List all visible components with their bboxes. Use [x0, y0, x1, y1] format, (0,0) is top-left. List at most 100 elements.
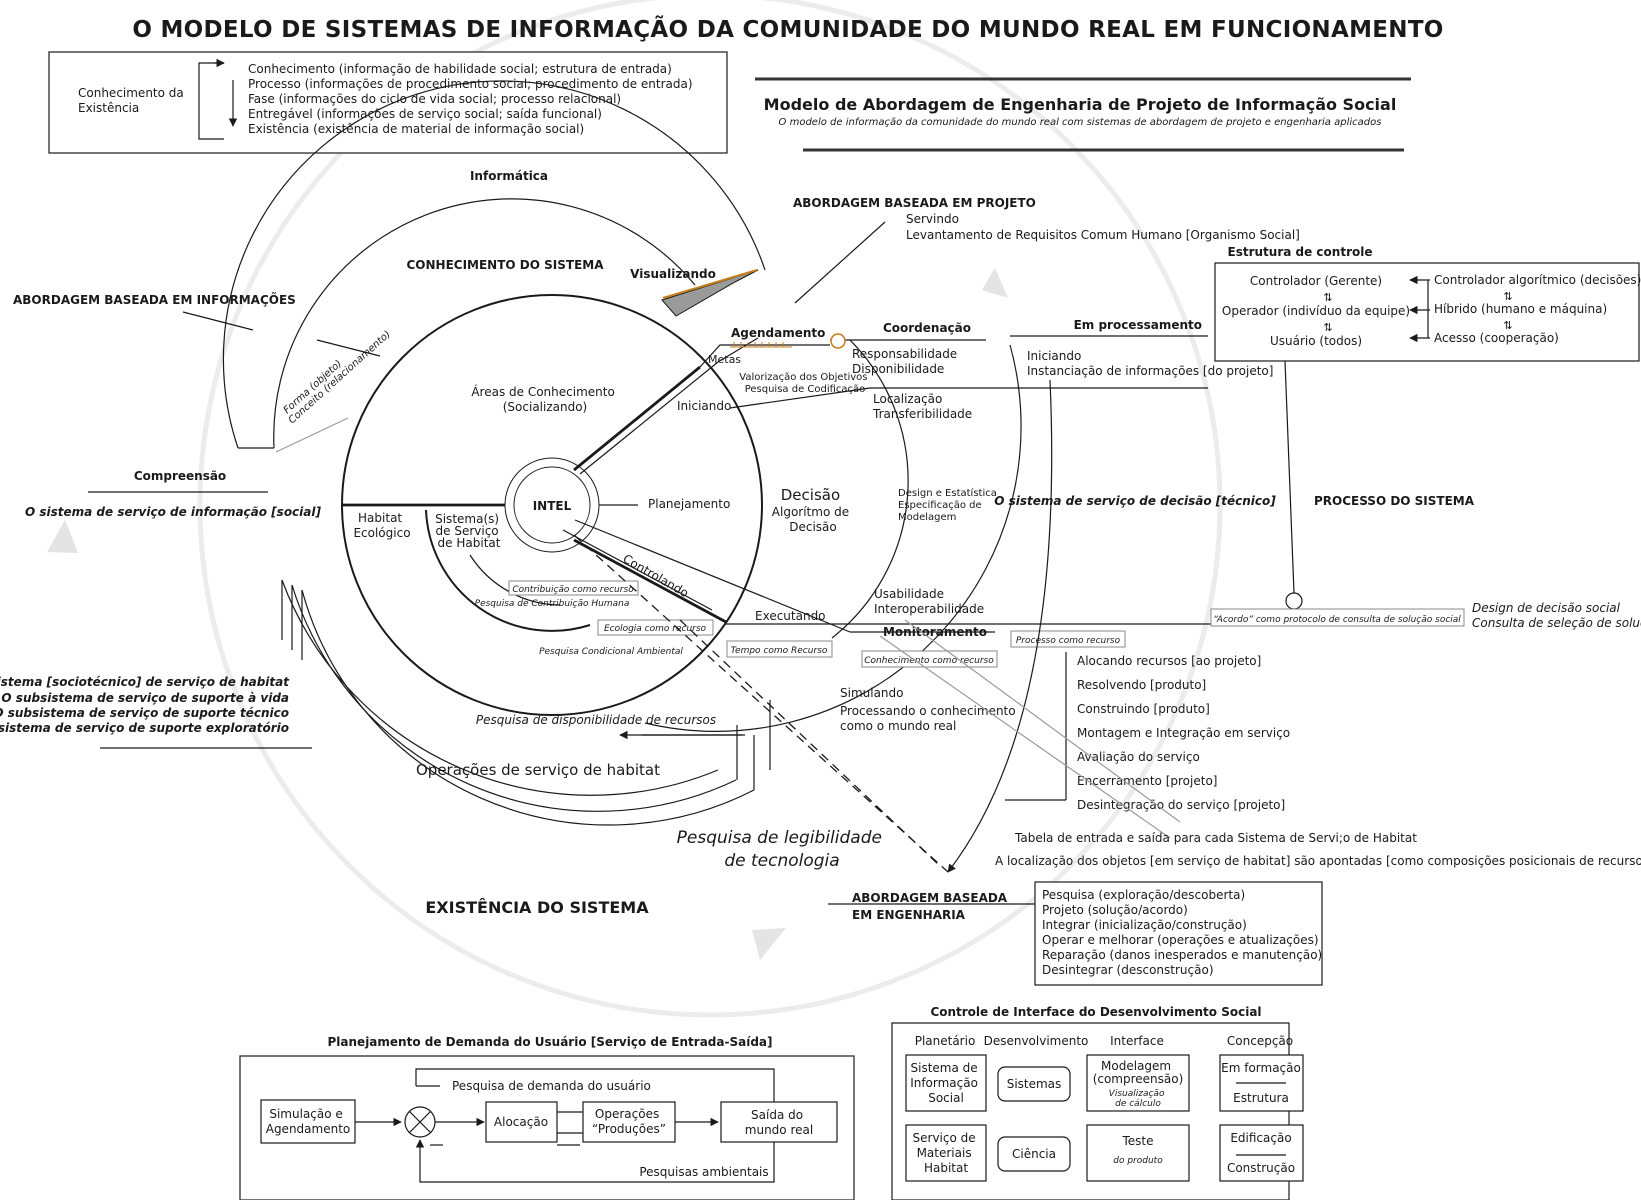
decisao-tecnico-label: O sistema de serviço de decisão [técnico…: [994, 494, 1276, 508]
planejamento-label: Planejamento: [648, 497, 730, 511]
saida-block: Saída do mundo real: [745, 1108, 813, 1137]
agendamento-label: Agendamento: [731, 326, 825, 340]
habitat-line: O subsistema de serviço de suporte à vid…: [1, 691, 289, 705]
engenharia-item: Integrar (inicialização/construção): [1042, 918, 1247, 932]
steps-list: Alocando recursos [ao projeto] Resolvend…: [1005, 652, 1290, 812]
pesquisa-ambiental-label: Pesquisa Condicional Ambiental: [539, 647, 683, 657]
step-item: Avaliação do serviço: [1077, 750, 1200, 764]
engenharia-item: Reparação (danos inesperados e manutençã…: [1042, 948, 1322, 962]
habitat-arcs: [100, 579, 771, 826]
engineering-approach: ABORDAGEM BASEADA EM ENGENHARIA Pesquisa…: [828, 881, 1323, 986]
interface-header: Interface: [1110, 1034, 1164, 1048]
svg-text:Contribuição como recurso: Contribuição como recurso: [512, 585, 634, 595]
design-decisao-label: Design de decisão social Consulta de sel…: [1472, 601, 1641, 630]
interface-control: Controle de Interface do Desenvolvimento…: [891, 1005, 1304, 1200]
valorizacao-label: Valorização dos Objetivos Pesquisa de Co…: [739, 372, 870, 395]
step-item: Resolvendo [produto]: [1077, 678, 1206, 692]
visualizando-label: Visualizando: [630, 267, 716, 281]
tempo-box: Tempo como Recurso: [726, 640, 833, 658]
executando-label: Executando: [755, 609, 826, 623]
alocacao-block: Alocação: [494, 1115, 548, 1129]
servindo-label: Servindo: [906, 212, 959, 226]
construcao-block: Construção: [1227, 1161, 1295, 1175]
informatica-label: Informática: [470, 169, 548, 183]
model-subtitle: O modelo de informação da comunidade do …: [779, 117, 1382, 128]
interface-header: Desenvolvimento: [984, 1034, 1089, 1048]
conhecimento-recurso-box: Conhecimento como recurso: [861, 650, 998, 668]
pesquisa-disp-label: Pesquisa de disponibilidade de recursos: [476, 713, 716, 727]
decisao-label: Decisão Algorítmo de Decisão: [772, 485, 854, 534]
operacoes-label: Operações de serviço de habitat: [416, 761, 660, 779]
svg-text:“Acordo” como protocolo de con: “Acordo” como protocolo de consulta de s…: [1213, 615, 1461, 625]
knowledge-item: Fase (informações do ciclo de vida socia…: [248, 92, 621, 106]
simulacao-block: Simulação e Agendamento: [266, 1107, 351, 1136]
svg-text:Tempo como Recurso: Tempo como Recurso: [731, 646, 828, 656]
do-produto-label: do produto: [1113, 1156, 1163, 1166]
ciencia-block: Ciência: [1012, 1147, 1056, 1161]
up-down-arrow-icon: ⇅: [1503, 319, 1512, 332]
control-item: Acesso (cooperação): [1434, 331, 1559, 345]
page-title: O MODELO DE SISTEMAS DE INFORMAÇÃO DA CO…: [132, 15, 1443, 43]
knowledge-item: Entregável (informações de serviço socia…: [248, 107, 602, 121]
demand-planning: Planejamento de Demanda do Usuário [Serv…: [239, 1035, 855, 1200]
metas-label: Metas: [708, 353, 741, 366]
habitat-line: O subsistema de serviço de suporte explo…: [0, 721, 289, 735]
cycle-arrow-icon: [47, 520, 78, 553]
conhecimento-sistema-label: CONHECIMENTO DO SISTEMA: [406, 258, 604, 272]
areas-label: Áreas de Conhecimento (Socializando): [471, 384, 618, 414]
background-cycle-ring: [47, 0, 1223, 1018]
engenharia-item: Projeto (solução/acordo): [1042, 903, 1188, 917]
responsabilidade-label: Responsabilidade Disponibilidade: [852, 347, 961, 376]
processo-sistema-label: PROCESSO DO SISTEMA: [1314, 494, 1475, 508]
knowledge-label: Conhecimento da Existência: [78, 86, 188, 115]
engenharia-item: Pesquisa (exploração/descoberta): [1042, 888, 1245, 902]
processo-recurso-box: Processo como recurso: [1010, 630, 1126, 648]
localizacao-label: Localização Transferibilidade: [872, 392, 972, 421]
abordagem-info-label: ABORDAGEM BASEADA EM INFORMAÇÕES: [13, 292, 296, 307]
control-structure-title: Estrutura de controle: [1228, 245, 1373, 259]
habitat-ecologico-label: Habitat Ecológico: [353, 511, 410, 540]
existencia-label: EXISTÊNCIA DO SISTEMA: [425, 898, 649, 917]
servico-materiais-block: Serviço de Materiais Habitat: [913, 1131, 980, 1175]
up-down-arrow-icon: ⇅: [1503, 290, 1512, 303]
control-item: Controlador algorítmico (decisões): [1434, 273, 1641, 287]
engenharia-item: Desintegrar (desconstrução): [1042, 963, 1214, 977]
control-item: Operador (indivíduo da equipe): [1222, 304, 1410, 318]
step-item: Construindo [produto]: [1077, 702, 1210, 716]
agendamento-node: [830, 333, 846, 349]
step-item: Alocando recursos [ao projeto]: [1077, 654, 1261, 668]
knowledge-item: Conhecimento (informação de habilidade s…: [248, 62, 672, 76]
operacoes-block: Operações “Produções”: [592, 1107, 666, 1136]
modelagem-block: Modelagem (compreensão): [1093, 1059, 1184, 1086]
sistemas-servico-label: Sistema(s) de Serviço de Habitat: [435, 512, 503, 550]
simulando-label: Simulando Processando o conhecimento com…: [840, 686, 1019, 733]
sistema-info-block: Sistema de Informação Social: [910, 1061, 982, 1105]
step-item: Montagem e Integração em serviço: [1077, 726, 1290, 740]
engenharia-label: ABORDAGEM BASEADA EM ENGENHARIA: [852, 891, 1011, 922]
control-item: Controlador (Gerente): [1250, 274, 1382, 288]
control-item: Usuário (todos): [1270, 334, 1362, 348]
usabilidade-label: Usabilidade Interoperabilidade: [874, 587, 984, 616]
up-down-arrow-icon: ⇅: [1323, 291, 1332, 304]
tabela-label: Tabela de entrada e saída para cada Sist…: [1014, 831, 1417, 845]
interface-header: Concepção: [1227, 1034, 1293, 1048]
visualizacao-label: Visualização de cálculo: [1109, 1089, 1168, 1109]
abordagem-projeto-label: ABORDAGEM BASEADA EM PROJETO: [793, 196, 1036, 210]
step-item: Encerramento [projeto]: [1077, 774, 1217, 788]
servico-info-label: O sistema de serviço de informação [soci…: [25, 505, 321, 519]
interface-title: Controle de Interface do Desenvolvimento…: [930, 1005, 1261, 1019]
model-title: Modelo de Abordagem de Engenharia de Pro…: [764, 95, 1397, 114]
intel-label: INTEL: [533, 499, 572, 513]
iniciando-right-label: Iniciando Instanciação de informações [d…: [1027, 349, 1273, 378]
pesquisa-contrib-label: Pesquisa de Contribuição Humana: [475, 599, 630, 609]
localizacao-objetos-label: A localização dos objetos [em serviço de…: [995, 854, 1641, 868]
design-label: Design e Estatística Especificação de Mo…: [898, 487, 1000, 523]
control-item: Híbrido (humano e máquina): [1434, 302, 1607, 316]
control-structure: Estrutura de controle Controlador (Geren…: [1214, 245, 1641, 362]
knowledge-item: Existência (existência de material de in…: [248, 122, 584, 136]
levantamento-label: Levantamento de Requisitos Comum Humano …: [906, 228, 1300, 242]
svg-text:Processo como recurso: Processo como recurso: [1016, 636, 1121, 646]
up-down-arrow-icon: ⇅: [1323, 321, 1332, 334]
habitat-line: O sistema [sociotécnico] de serviço de h…: [0, 675, 290, 689]
